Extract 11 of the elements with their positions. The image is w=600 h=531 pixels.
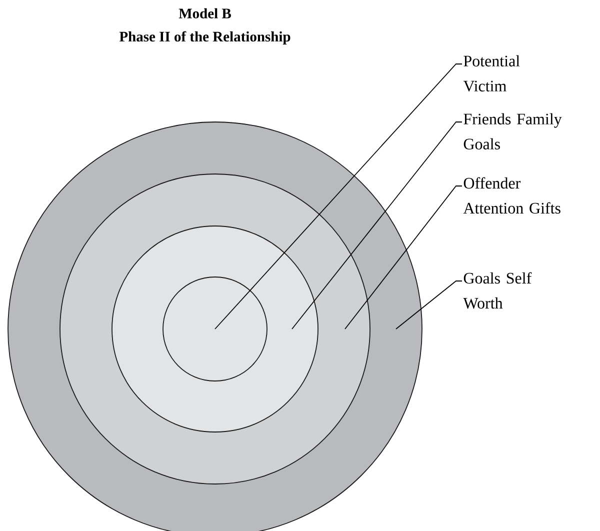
callout-text: Friends Family Goals [464,113,562,150]
leader-line [292,122,462,330]
title: Model B [178,8,231,18]
leader-line [344,186,462,330]
leader-line [214,64,462,330]
ring [162,276,268,382]
leader-line [396,280,462,330]
callout-text: Offender Attention Gifts [463,177,560,214]
subtitle: Phase II of the Relationship [119,31,290,44]
callout-text: Goals Self Worth [463,272,532,309]
callout-text: Potential Victim [463,55,520,92]
